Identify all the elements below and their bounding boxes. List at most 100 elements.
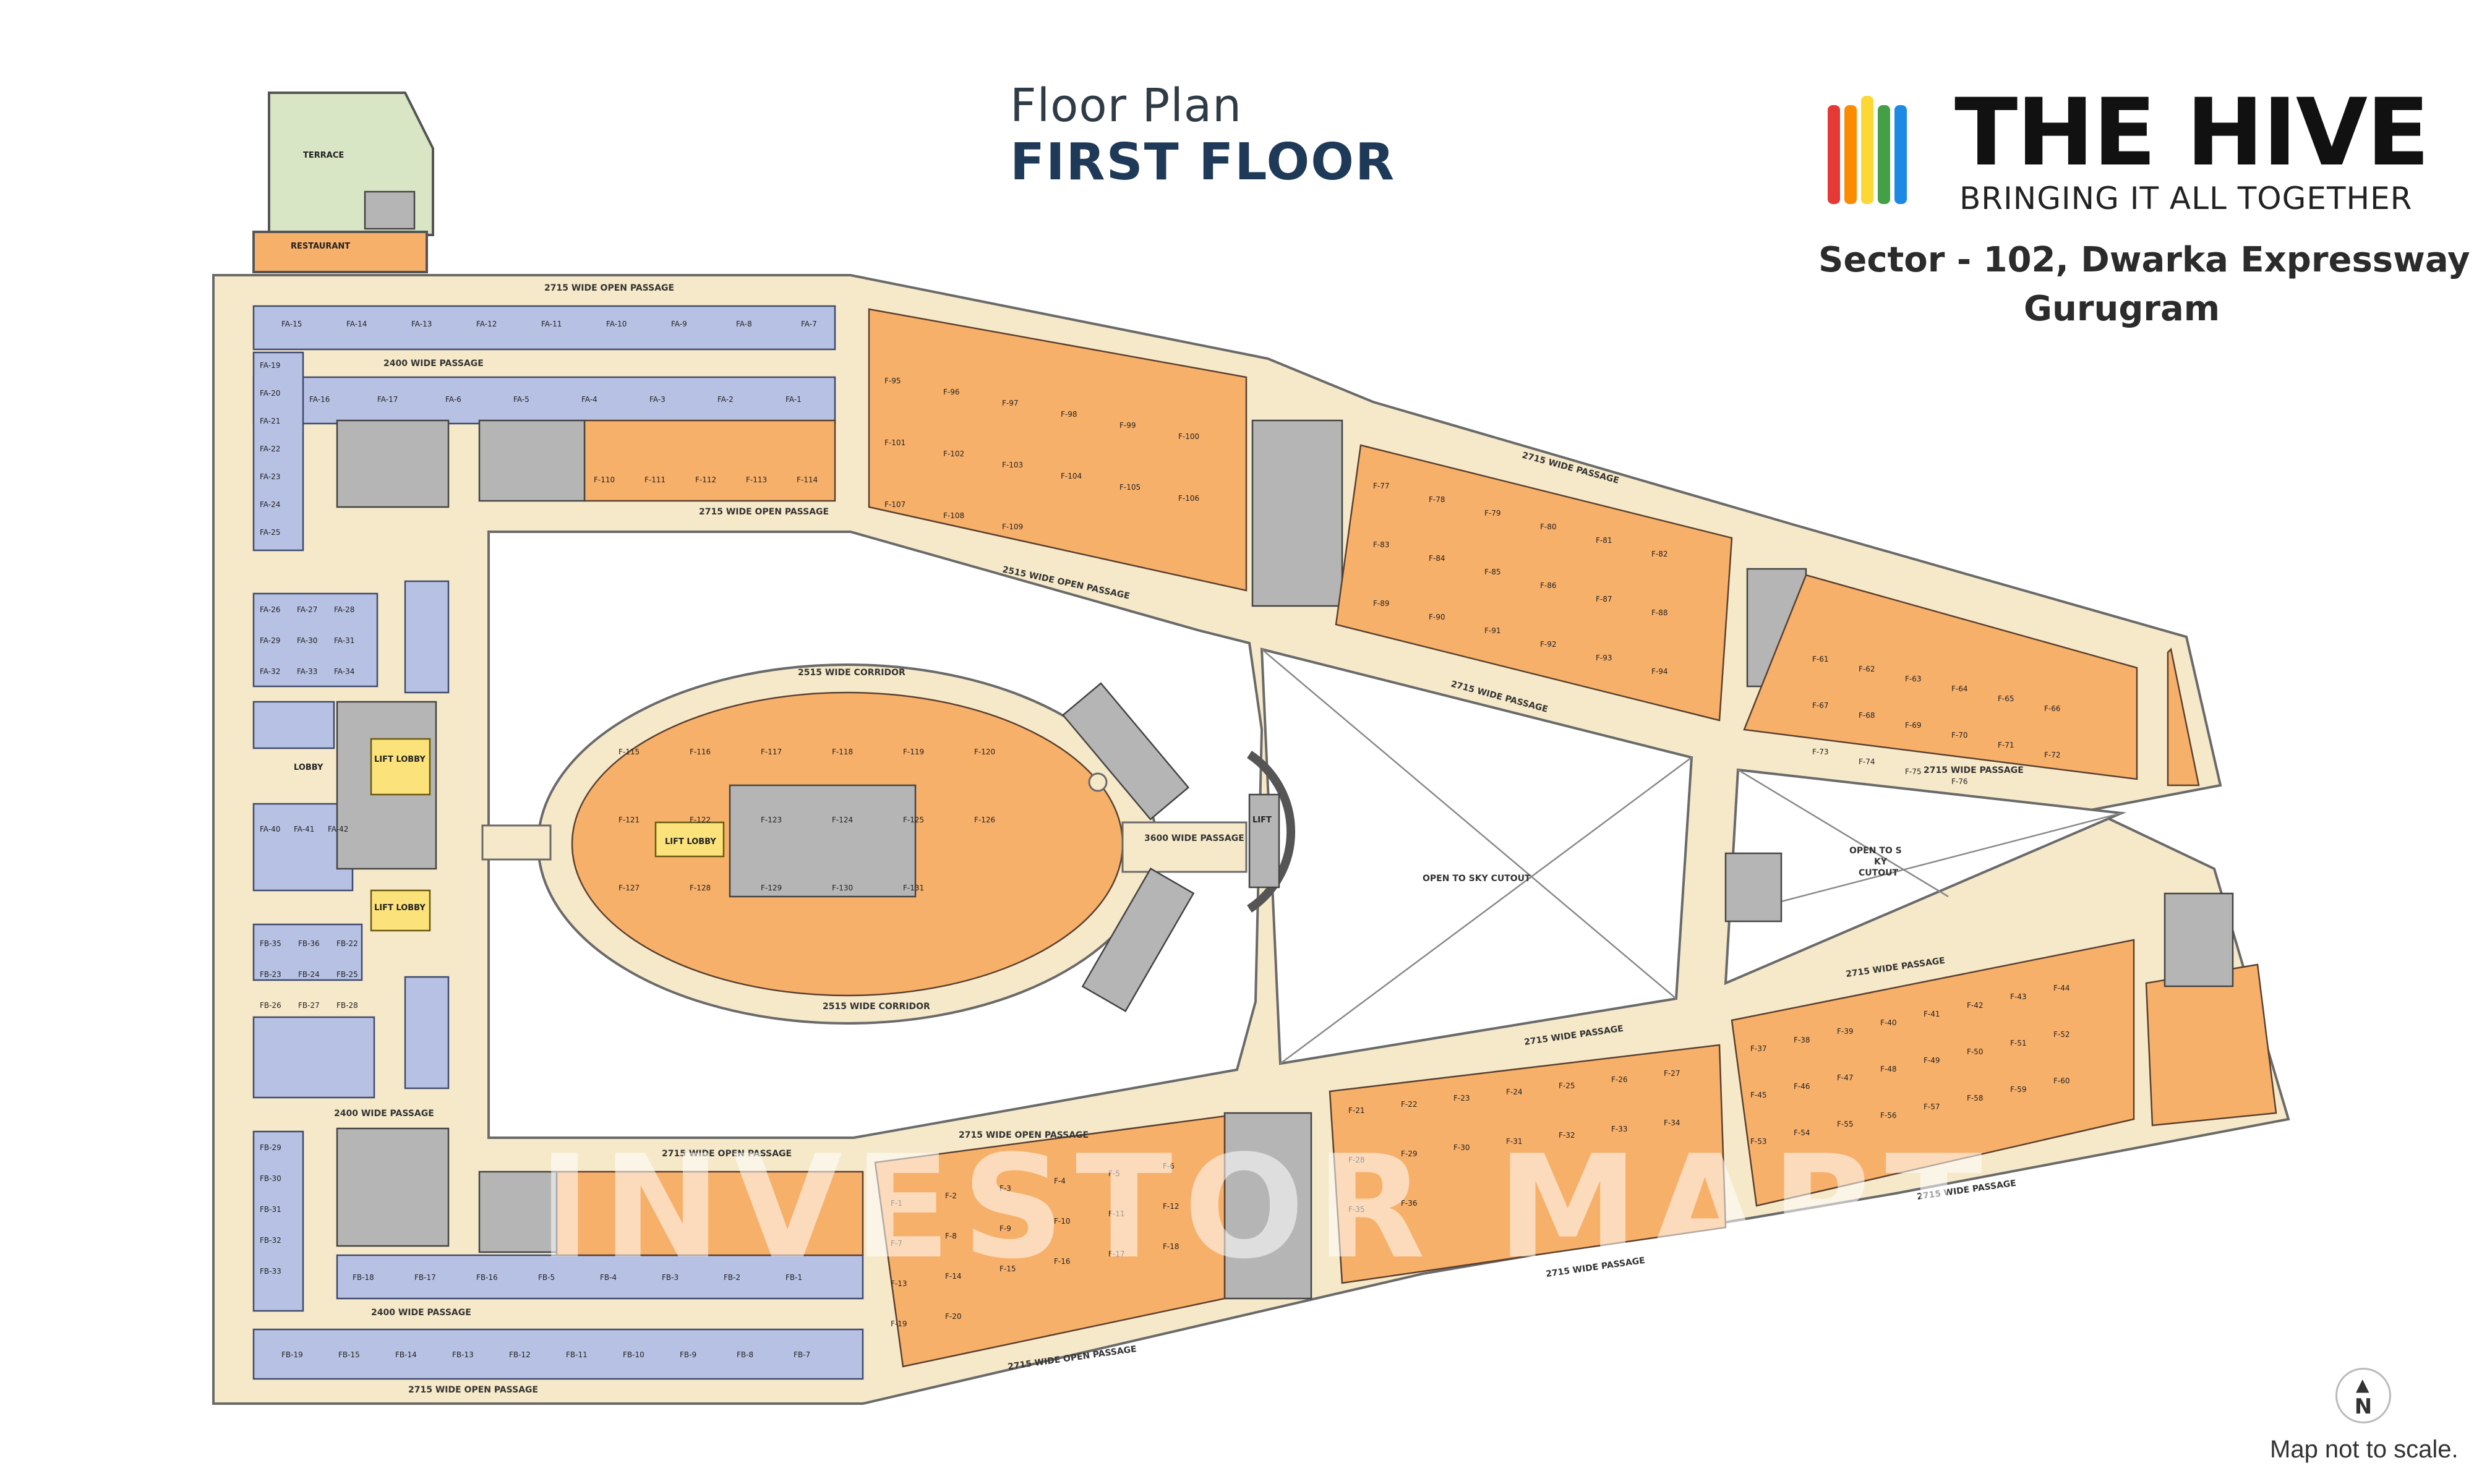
kiosk-block-fa-low — [252, 803, 354, 892]
unit-label: F-123 — [761, 816, 782, 824]
round-lift — [1248, 793, 1280, 889]
unit-label: F-2 — [945, 1192, 957, 1200]
unit-label: F-41 — [1924, 1010, 1940, 1018]
unit-label: FB-10 — [623, 1350, 644, 1359]
lift-lobby-lower — [370, 889, 431, 932]
passage-label-lower-inner: 2715 WIDE OPEN PASSAGE — [662, 1149, 792, 1159]
unit-label: FB-35 — [260, 939, 281, 948]
unit-label: F-94 — [1651, 667, 1668, 676]
unit-label: F-1 — [891, 1199, 902, 1208]
unit-label: FA-40 — [260, 825, 280, 834]
unit-label: F-100 — [1178, 432, 1199, 441]
unit-label: F-51 — [2010, 1039, 2027, 1047]
unit-label: FB-19 — [281, 1350, 303, 1359]
unit-label: FA-27 — [297, 605, 317, 614]
shop-band-lower-a — [874, 1115, 1226, 1368]
unit-label: F-82 — [1651, 550, 1668, 558]
unit-label: FB-11 — [566, 1350, 588, 1359]
round-lift-label: LIFT — [1252, 816, 1272, 825]
unit-label: F-61 — [1812, 655, 1829, 663]
passage-label-right-upper: 2715 WIDE PASSAGE — [1924, 765, 2024, 775]
north-letter: N — [2354, 1394, 2373, 1419]
small-escalator — [1724, 852, 1783, 923]
scale-note: Map not to scale. — [2270, 1436, 2459, 1463]
kiosk-col-fb-left — [252, 1130, 304, 1312]
oval-corridor-label-bottom: 2515 WIDE CORRIDOR — [823, 1002, 930, 1012]
unit-label: FB-26 — [260, 1001, 281, 1010]
unit-label: F-50 — [1967, 1047, 1984, 1056]
unit-label: F-70 — [1951, 731, 1968, 740]
unit-label: F-24 — [1506, 1088, 1523, 1096]
service-core-left-bottom — [336, 1127, 450, 1247]
shop-band-upper-c — [1743, 574, 2138, 780]
unit-label: F-60 — [2053, 1077, 2070, 1085]
unit-label: F-121 — [618, 816, 640, 824]
unit-label: F-113 — [746, 475, 767, 484]
unit-label: F-97 — [1002, 399, 1019, 407]
unit-label: FA-5 — [513, 395, 529, 404]
unit-label: FB-27 — [298, 1001, 320, 1010]
unit-label: F-65 — [1998, 694, 2014, 703]
unit-label: F-8 — [945, 1232, 957, 1240]
unit-label: F-87 — [1596, 595, 1612, 603]
unit-label: FB-12 — [509, 1350, 531, 1359]
kiosk-block-fb-a — [252, 923, 363, 981]
unit-label: F-10 — [1054, 1217, 1071, 1226]
unit-label: F-52 — [2053, 1030, 2070, 1039]
oval-corridor-label-top: 2515 WIDE CORRIDOR — [798, 668, 905, 678]
unit-label: FA-13 — [411, 320, 432, 328]
passage-label-inner: 2715 WIDE OPEN PASSAGE — [699, 507, 829, 517]
unit-label: F-118 — [832, 748, 853, 756]
address-line-1: Sector - 102, Dwarka Expressway — [1818, 240, 2470, 280]
service-core-stair-bottom — [478, 1171, 558, 1253]
unit-label: F-33 — [1611, 1125, 1628, 1133]
logo-bar — [1861, 96, 1873, 204]
unit-label: F-92 — [1540, 640, 1557, 649]
unit-label: F-45 — [1750, 1091, 1767, 1099]
lobby-label: LOBBY — [294, 763, 323, 772]
unit-label: F-17 — [1108, 1250, 1125, 1258]
unit-label: FB-29 — [260, 1143, 281, 1152]
unit-label: F-107 — [884, 500, 905, 509]
unit-label: F-18 — [1163, 1242, 1179, 1251]
unit-label: F-29 — [1401, 1149, 1418, 1158]
shop-band-upper-b — [1335, 444, 1733, 722]
service-core-right-lower — [2164, 892, 2234, 987]
unit-label: F-32 — [1559, 1131, 1575, 1140]
unit-label: F-9 — [999, 1224, 1011, 1233]
unit-label: F-21 — [1348, 1106, 1365, 1115]
unit-label: F-93 — [1596, 654, 1612, 662]
passage-label-3600: 3600 WIDE PASSAGE — [1144, 834, 1244, 843]
service-core-left-top — [336, 419, 450, 508]
kiosk-block-fb-b — [252, 1016, 375, 1099]
unit-label: FA-31 — [334, 636, 354, 645]
unit-label: F-66 — [2044, 704, 2061, 713]
unit-label: F-56 — [1880, 1111, 1897, 1120]
unit-label: F-122 — [690, 816, 711, 824]
unit-label: F-12 — [1163, 1202, 1179, 1211]
unit-label: FA-25 — [260, 528, 280, 537]
unit-label: FB-7 — [794, 1350, 810, 1359]
unit-label: FA-28 — [334, 605, 354, 614]
unit-label: F-104 — [1061, 472, 1082, 480]
unit-label: FB-4 — [600, 1273, 617, 1282]
unit-label: F-112 — [695, 475, 716, 484]
unit-label: F-27 — [1664, 1069, 1680, 1078]
unit-label: F-102 — [943, 450, 964, 458]
unit-label: FB-3 — [662, 1273, 678, 1282]
unit-label: FA-17 — [377, 395, 398, 404]
unit-label: FA-11 — [541, 320, 562, 328]
unit-label: F-130 — [832, 884, 853, 892]
unit-label: F-105 — [1119, 483, 1141, 492]
north-arrow-icon: ▲ — [2356, 1375, 2369, 1395]
unit-label: F-6 — [1163, 1162, 1175, 1171]
unit-label: FB-2 — [724, 1273, 740, 1282]
unit-label: FB-25 — [336, 970, 358, 979]
unit-label: FA-6 — [445, 395, 461, 404]
unit-label: F-98 — [1061, 410, 1077, 419]
unit-label: FA-32 — [260, 667, 280, 676]
brand-tagline: BRINGING IT ALL TOGETHER — [1959, 181, 2413, 216]
unit-label: F-13 — [891, 1279, 907, 1288]
north-compass-icon: ▲ N — [2335, 1368, 2391, 1423]
logo-bar — [1894, 105, 1907, 204]
